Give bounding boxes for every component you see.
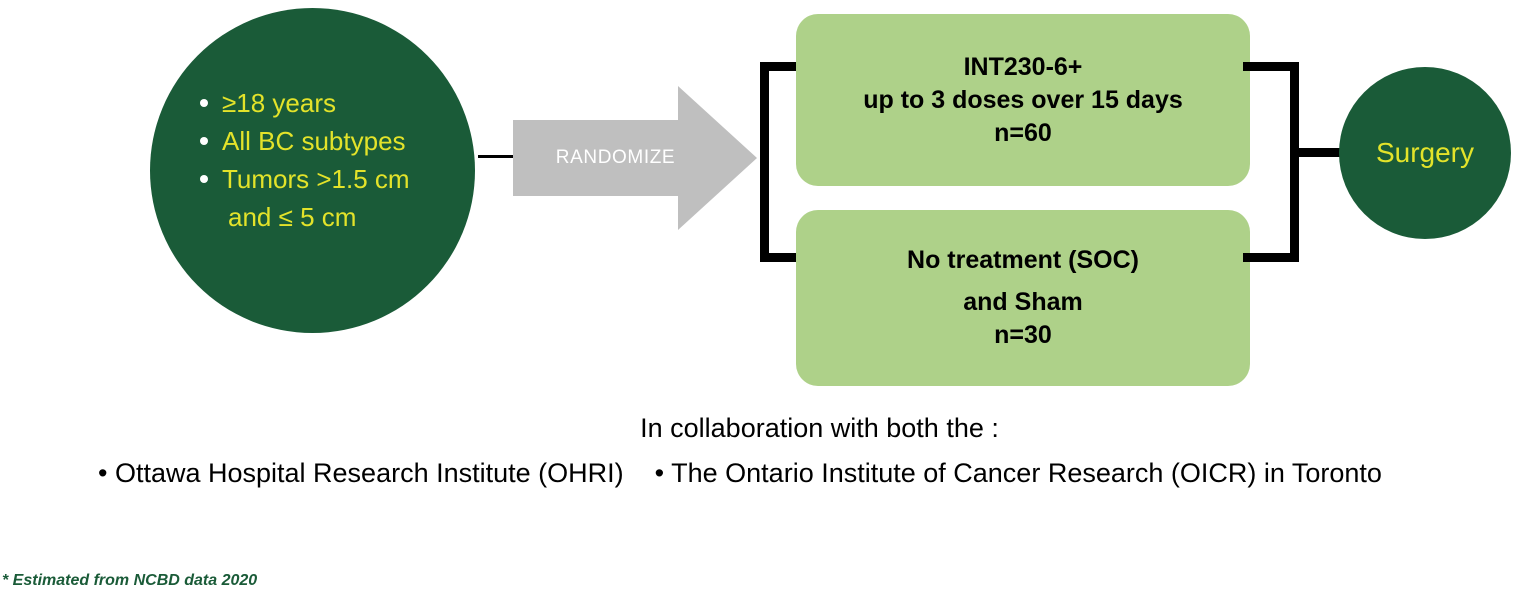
- bullet-icon: [200, 137, 208, 145]
- list-item: All BC subtypes: [198, 122, 448, 160]
- eligibility-criterion-text: All BC subtypes: [222, 126, 406, 156]
- eligibility-criterion-text: ≥18 years: [222, 88, 336, 118]
- right-bracket-connector: [1240, 62, 1300, 262]
- bracket-arm-bottom: [760, 253, 808, 262]
- treatment-arm-enrollment: n=60: [994, 118, 1052, 147]
- bullet-icon: [200, 175, 208, 183]
- control-arm-enrollment: n=30: [994, 321, 1052, 349]
- list-item: ≥18 years: [198, 84, 448, 122]
- randomize-arrow: RANDOMIZE: [513, 86, 757, 230]
- bracket-to-surgery-connector: [1290, 148, 1355, 157]
- collaboration-partner-ohri: • Ottawa Hospital Research Institute (OH…: [98, 458, 624, 488]
- left-bracket-connector: [760, 62, 810, 262]
- surgery-label: Surgery: [1375, 137, 1475, 168]
- bracket-spine: [760, 62, 769, 262]
- control-arm-regimen: and Sham: [963, 288, 1083, 316]
- collaboration-partner-oicr: • The Ontario Institute of Cancer Resear…: [654, 458, 1382, 488]
- control-arm-box: No treatment (SOC) and Sham n=30: [796, 210, 1250, 386]
- treatment-arm-box: INT230-6+ up to 3 doses over 15 days n=6…: [796, 14, 1250, 186]
- footnote: * Estimated from NCBD data 2020: [2, 572, 258, 589]
- bullet-icon: [200, 99, 208, 107]
- list-item: Tumors >1.5 cm and ≤ 5 cm: [198, 160, 448, 236]
- randomize-label: RANDOMIZE: [555, 147, 676, 168]
- collaboration-heading: In collaboration with both the :: [640, 413, 999, 443]
- bracket-spine: [1290, 62, 1299, 262]
- eligibility-criteria-list: ≥18 years All BC subtypes Tumors >1.5 cm…: [198, 84, 448, 236]
- arrow-right-icon: [513, 86, 757, 230]
- treatment-arm-title: INT230-6+: [963, 52, 1083, 81]
- eligibility-criteria-circle: ≥18 years All BC subtypes Tumors >1.5 cm…: [150, 8, 475, 333]
- bracket-arm-top: [1243, 62, 1299, 71]
- treatment-arm-regimen: up to 3 doses over 15 days: [863, 85, 1183, 114]
- eligibility-criterion-continuation: and ≤ 5 cm: [228, 202, 357, 232]
- circle-to-arrow-connector: [478, 155, 516, 158]
- control-arm-title: No treatment (SOC): [907, 246, 1139, 274]
- surgery-outcome-circle: Surgery: [1339, 67, 1511, 239]
- eligibility-criterion-text: Tumors >1.5 cm: [222, 164, 410, 194]
- bracket-arm-bottom: [1243, 253, 1299, 262]
- collaboration-partners: • Ottawa Hospital Research Institute (OH…: [98, 458, 1382, 489]
- bracket-arm-top: [760, 62, 808, 71]
